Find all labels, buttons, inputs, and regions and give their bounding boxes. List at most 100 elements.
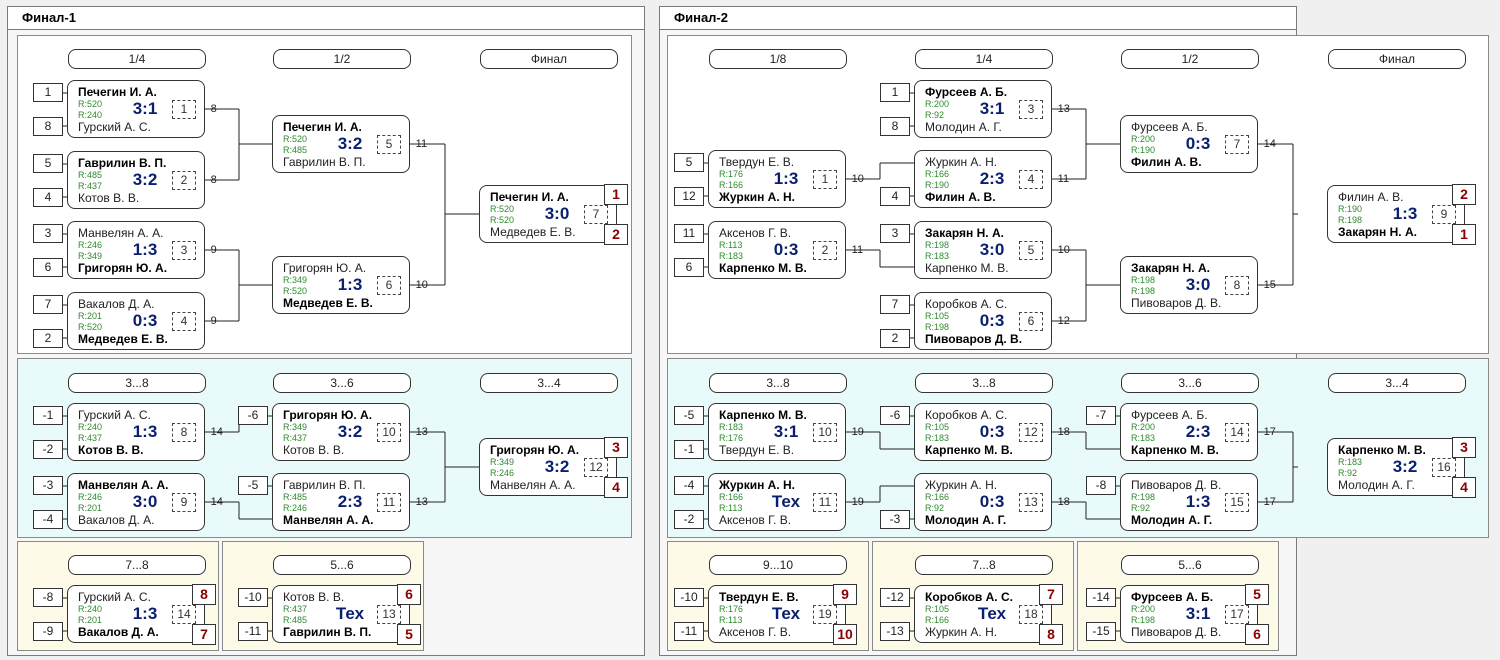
match-number: 4 xyxy=(1019,170,1043,189)
seed-box-bottom: 8 xyxy=(33,117,63,136)
match-number: 12 xyxy=(584,458,608,477)
seed-box-top: 5 xyxy=(674,153,704,172)
seed-box-top: -8 xyxy=(33,588,63,607)
rating-top: R:190 xyxy=(1338,204,1363,214)
player-bottom: Пивоваров Д. В. xyxy=(1131,625,1222,639)
player-top: Печегин И. А. xyxy=(490,190,569,204)
seed-box-top: 3 xyxy=(880,224,910,243)
place-badge-bottom: 4 xyxy=(604,477,628,498)
match-number: 7 xyxy=(584,205,608,224)
match-number: 10 xyxy=(813,423,837,442)
match-number: 14 xyxy=(172,605,196,624)
loser-code: -19 xyxy=(848,496,864,508)
seed-box-bottom: 4 xyxy=(880,187,910,206)
seed-box-bottom: -4 xyxy=(33,510,63,529)
player-top: Карпенко М. В. xyxy=(1338,443,1426,457)
seed-box-top: 3 xyxy=(33,224,63,243)
round-header: 3...6 xyxy=(1121,373,1259,393)
rating-top: R:105 xyxy=(925,422,950,432)
player-top: Манвелян А. А. xyxy=(78,226,164,240)
player-top: Журкин А. Н. xyxy=(925,155,998,169)
player-bottom: Молодин А. Г. xyxy=(925,513,1007,527)
match-number: 5 xyxy=(1019,241,1043,260)
match-score: 2:3 xyxy=(1185,422,1211,441)
player-bottom: Карпенко М. В. xyxy=(1131,443,1219,457)
match-number: 5 xyxy=(377,135,401,154)
player-bottom: Гаврилин В. П. xyxy=(283,625,372,639)
match-score: 1:3 xyxy=(1185,492,1211,511)
rating-top: R:200 xyxy=(1131,134,1156,144)
seed-box-top: -5 xyxy=(674,406,704,425)
rating-bottom: R:437 xyxy=(78,433,103,443)
player-bottom: Медведев Е. В. xyxy=(78,332,168,346)
player-top: Закарян Н. А. xyxy=(925,226,1004,240)
round-header: Финал xyxy=(480,49,618,69)
player-bottom: Молодин А. Г. xyxy=(1131,513,1213,527)
player-bottom: Карпенко М. В. xyxy=(719,261,807,275)
player-top: Аксенов Г. В. xyxy=(719,226,792,240)
rating-bottom: R:201 xyxy=(78,615,103,625)
seed-box-bottom: 8 xyxy=(880,117,910,136)
rating-top: R:240 xyxy=(78,422,103,432)
rating-bottom: R:190 xyxy=(1131,145,1156,155)
seed-box-top: 11 xyxy=(674,224,704,243)
match-score: 1:3 xyxy=(132,604,158,623)
seed-box-bottom: 6 xyxy=(674,258,704,277)
rating-top: R:485 xyxy=(78,170,103,180)
place-badge-bottom: 10 xyxy=(833,624,857,645)
round-header: 9...10 xyxy=(709,555,847,575)
seed-box-top: -14 xyxy=(1086,588,1116,607)
place-badge-top: 8 xyxy=(192,584,216,605)
player-top: Журкин А. Н. xyxy=(719,478,795,492)
match-number: 16 xyxy=(1432,458,1456,477)
seed-box-bottom: 2 xyxy=(880,329,910,348)
seed-box-bottom: -11 xyxy=(674,622,704,641)
match-number: 8 xyxy=(1225,276,1249,295)
match-score: 3:0 xyxy=(1185,275,1211,294)
player-bottom: Вакалов Д. А. xyxy=(78,625,159,639)
player-bottom: Григорян Ю. А. xyxy=(78,261,168,275)
round-header: 1/4 xyxy=(68,49,206,69)
seed-box-top: -12 xyxy=(880,588,910,607)
rating-top: R:200 xyxy=(1131,422,1156,432)
loser-code: -11 xyxy=(412,138,428,150)
rating-top: R:520 xyxy=(490,204,515,214)
match-score: 3:2 xyxy=(544,457,570,476)
rating-bottom: R:240 xyxy=(78,110,103,120)
match-number: 9 xyxy=(1432,205,1456,224)
match-number: 14 xyxy=(1225,423,1249,442)
